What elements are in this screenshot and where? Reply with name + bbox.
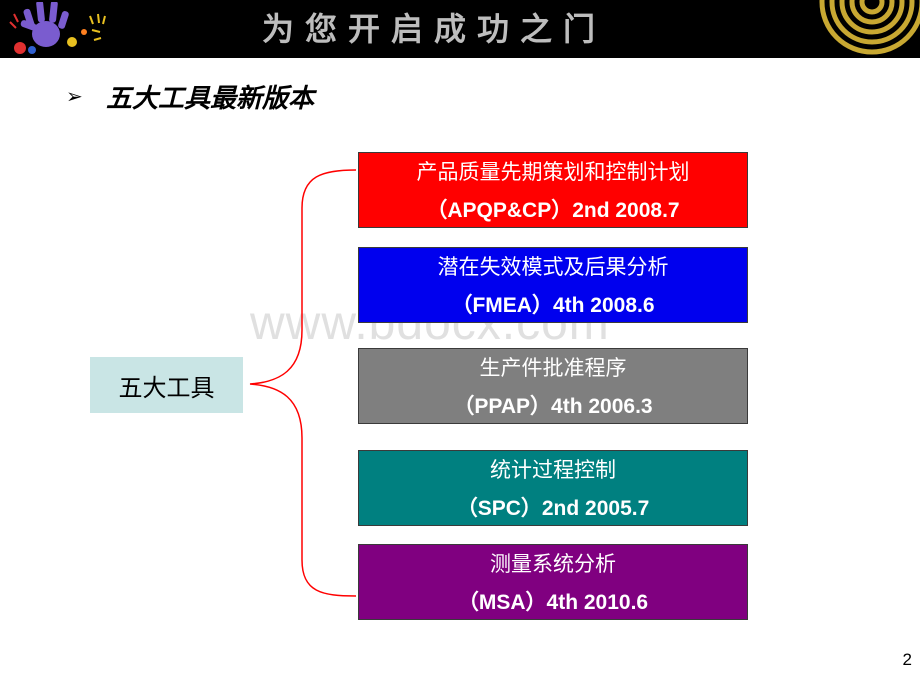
hand-logo-icon — [9, 2, 106, 54]
root-label: 五大工具 — [118, 373, 215, 402]
tool-name: 生产件批准程序 — [479, 357, 627, 380]
tool-box-fmea: 潜在失效模式及后果分析 （FMEA）4th 2008.6 — [358, 247, 748, 323]
section-heading: 五大工具最新版本 — [106, 83, 315, 114]
swirl-decoration-icon — [819, 0, 920, 55]
page-number: 2 — [902, 650, 912, 669]
heading-row: ➢ 五大工具最新版本 — [66, 78, 314, 114]
root-node: 五大工具 — [90, 357, 243, 413]
tool-box-spc: 统计过程控制 （SPC）2nd 2005.7 — [358, 450, 748, 526]
tool-name: 统计过程控制 — [490, 459, 616, 482]
tool-edition: （APQP&CP）2nd 2008.7 — [426, 199, 680, 222]
tool-edition: （PPAP）4th 2006.3 — [453, 395, 653, 418]
tool-box-apqp: 产品质量先期策划和控制计划 （APQP&CP）2nd 2008.7 — [358, 152, 748, 228]
tool-edition: （FMEA）4th 2008.6 — [451, 294, 655, 317]
header-bar: 为您开启成功之门 — [0, 0, 920, 58]
arrow-bullet-icon: ➢ — [66, 84, 83, 108]
tool-box-msa: 测量系统分析 （MSA）4th 2010.6 — [358, 544, 748, 620]
tool-box-ppap: 生产件批准程序 （PPAP）4th 2006.3 — [358, 348, 748, 424]
tool-name: 产品质量先期策划和控制计划 — [416, 161, 690, 184]
tool-name: 测量系统分析 — [490, 553, 616, 576]
tool-name: 潜在失效模式及后果分析 — [437, 256, 669, 279]
tool-edition: （MSA）4th 2010.6 — [457, 591, 649, 614]
tool-edition: （SPC）2nd 2005.7 — [456, 497, 650, 520]
header-title: 为您开启成功之门 — [262, 10, 607, 48]
